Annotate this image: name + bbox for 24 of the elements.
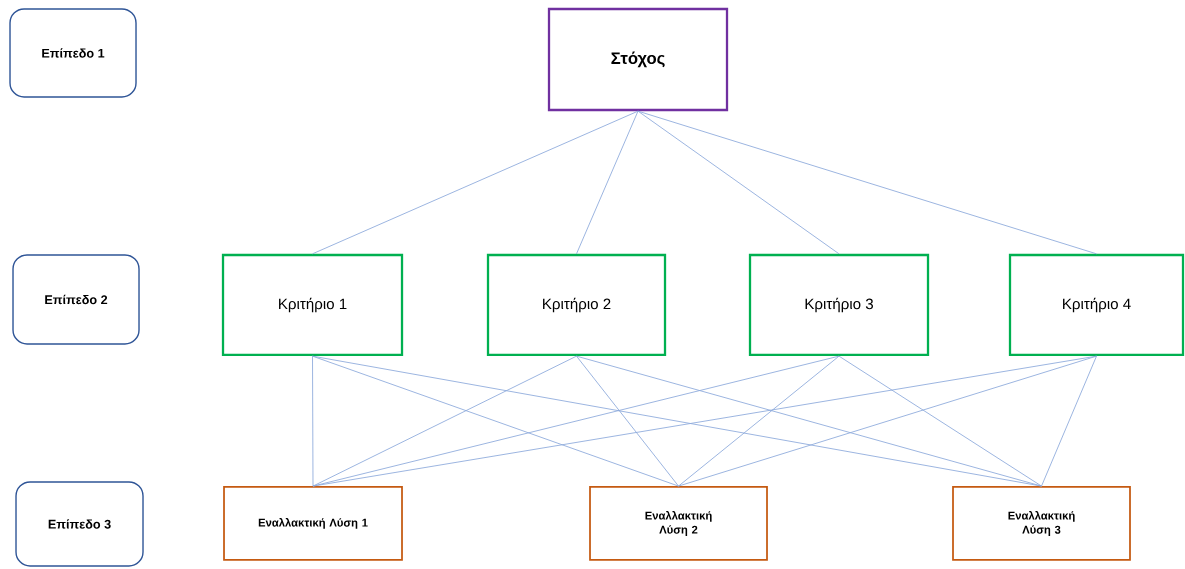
level-box: Επίπεδο 2 (12, 254, 140, 345)
connector-line (678, 355, 840, 487)
connector-line (312, 110, 639, 255)
connector-line (637, 110, 840, 255)
connector-line (312, 355, 577, 487)
connector-line (576, 355, 1042, 487)
connector-line (576, 110, 639, 255)
connector-line (637, 110, 1097, 255)
level-box: Επίπεδο 1 (9, 8, 137, 98)
alternative-box: Εναλλακτική Λύση 2 (589, 486, 768, 561)
criterion-box: Κριτήριο 4 (1008, 253, 1185, 357)
connector-line (838, 355, 1042, 487)
criterion-box: Κριτήριο 3 (748, 253, 930, 357)
criterion-box: Κριτήριο 1 (221, 253, 404, 357)
alternative-box: Εναλλακτική Λύση 3 (952, 486, 1131, 561)
alternative-box: Εναλλακτική Λύση 1 (223, 486, 403, 561)
connector-line (312, 355, 679, 487)
connector-line (1041, 355, 1097, 487)
connector-line (678, 355, 1097, 487)
connector-line (312, 355, 314, 487)
criterion-box: Κριτήριο 2 (486, 253, 667, 357)
goal-box: Στόχος (547, 7, 729, 112)
connector-line (576, 355, 679, 487)
level-box: Επίπεδο 3 (15, 481, 144, 567)
